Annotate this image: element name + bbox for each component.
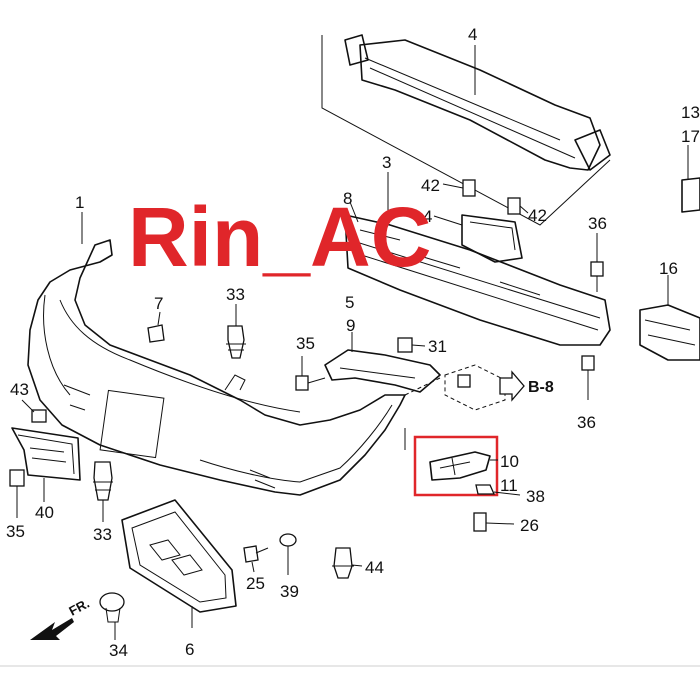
part-number-33-upper: 33	[226, 285, 245, 304]
clip-39	[279, 533, 297, 575]
part-number-34: 34	[109, 641, 128, 660]
license-bracket-part	[11, 427, 81, 502]
bolt-35-lower	[9, 469, 25, 518]
front-direction-arrow: FR.	[30, 596, 92, 640]
part-number-26: 26	[520, 516, 539, 535]
part-number-33-lower: 33	[93, 525, 112, 544]
screw-25	[243, 545, 269, 573]
clip-31	[397, 337, 426, 353]
bolt-26	[473, 512, 515, 532]
part-number-36-upper: 36	[588, 214, 607, 233]
bolt-35-upper	[295, 356, 326, 391]
part-number-31: 31	[428, 337, 447, 356]
part-number-16: 16	[659, 259, 678, 278]
part-number-36-lower: 36	[577, 413, 596, 432]
side-spacer-part	[404, 428, 499, 497]
part-number-9: 9	[346, 316, 355, 335]
part-number-6: 6	[185, 640, 194, 659]
part-number-8: 8	[343, 189, 352, 208]
part-number-10: 10	[500, 452, 519, 471]
part-number-25: 25	[246, 574, 265, 593]
part-number-35-lower: 35	[6, 522, 25, 541]
part-number-39: 39	[280, 582, 299, 601]
part-number-1: 1	[75, 193, 84, 212]
part-number-43: 43	[10, 380, 29, 399]
bolt-36-upper	[590, 233, 604, 292]
bumper-cover-part	[27, 212, 406, 496]
side-bracket-part	[324, 332, 441, 393]
part-number-13: 13	[681, 103, 700, 122]
part-number-35-upper: 35	[296, 334, 315, 353]
highlight-box	[413, 435, 499, 497]
fastener-44	[332, 547, 363, 579]
license-plate-base-part	[121, 499, 237, 628]
bumper-reinforcement-part	[344, 172, 611, 346]
clip-7	[147, 311, 165, 343]
part-number-42-left: 42	[421, 176, 440, 195]
part-number-17: 17	[681, 127, 700, 146]
part-number-11: 11	[500, 476, 518, 495]
part-number-38: 38	[526, 487, 545, 506]
clip-38	[475, 484, 521, 496]
beam-bracket-part	[433, 179, 529, 263]
ref-b8-label: B-8	[528, 379, 554, 396]
clip-33-upper	[226, 304, 246, 359]
part-number-44: 44	[365, 558, 384, 577]
watermark-text: Rin_AC	[128, 190, 431, 284]
part-number-7: 7	[154, 294, 163, 313]
reference-b8: B-8	[444, 364, 554, 411]
part-number-40: 40	[35, 503, 54, 522]
part-number-3: 3	[382, 153, 391, 172]
part-number-42-right: 42	[528, 206, 547, 225]
side-frame-part	[639, 145, 700, 361]
fastener-34	[99, 592, 125, 640]
bolt-36-lower	[581, 355, 595, 400]
part-number-5: 5	[345, 293, 354, 312]
part-number-4-top: 4	[468, 25, 477, 44]
clip-33-lower	[93, 461, 113, 522]
front-direction-label: FR.	[66, 596, 92, 619]
part-number-4: 4	[423, 207, 432, 226]
upper-beam-part	[321, 34, 611, 226]
clip-43	[21, 399, 47, 423]
